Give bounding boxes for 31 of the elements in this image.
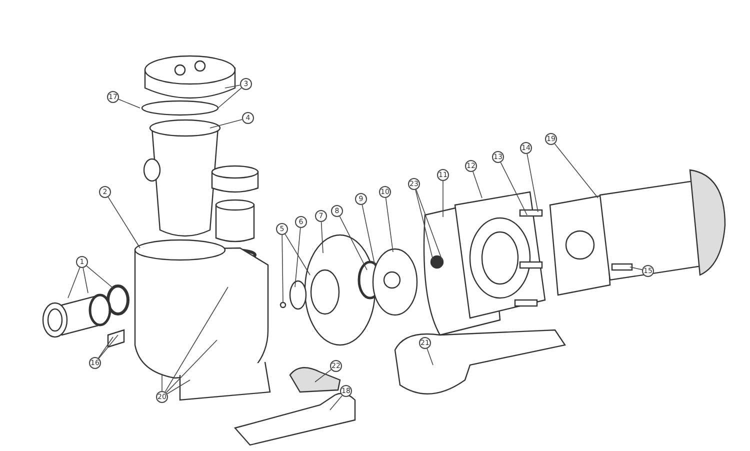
leader-line <box>630 266 642 270</box>
leader-line <box>526 154 538 212</box>
leader-line <box>362 204 376 266</box>
leader-line <box>218 88 242 108</box>
leader-line <box>108 196 140 248</box>
leader-line <box>330 395 342 410</box>
leader-line <box>442 180 444 218</box>
leader-line <box>426 348 434 366</box>
leader-line <box>98 336 114 358</box>
leader-line <box>210 119 243 128</box>
leader-line <box>118 98 140 108</box>
leader-line <box>284 234 310 276</box>
leader-line <box>98 334 118 359</box>
leader-line <box>385 198 394 252</box>
leader-line <box>416 189 442 260</box>
leader-line <box>500 162 528 216</box>
leader-line <box>166 380 190 394</box>
leader-line <box>68 267 80 298</box>
leader-line <box>339 216 368 270</box>
leader-line <box>472 171 482 198</box>
leader-line <box>314 369 332 382</box>
leader-line <box>415 189 434 260</box>
leader-line <box>554 143 598 198</box>
leader-line <box>282 234 284 304</box>
leader-line <box>294 228 301 288</box>
leader-line <box>320 222 324 254</box>
leader-line <box>164 286 228 392</box>
leader-line <box>224 84 240 88</box>
leader-line <box>86 266 114 288</box>
leader-line <box>82 268 88 294</box>
leader-line <box>166 340 218 394</box>
